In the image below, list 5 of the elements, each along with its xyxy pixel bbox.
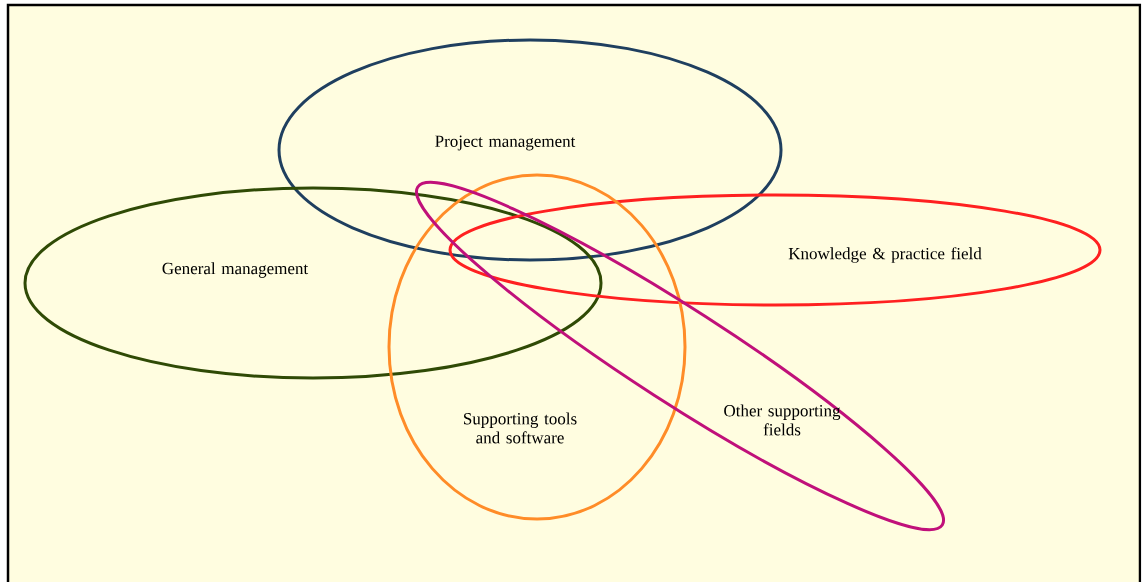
region-label: Project management [435, 135, 576, 151]
region-label: Supporting tools and software [464, 412, 577, 444]
region-label: Other supporting fields [724, 404, 841, 436]
region-label: Knowledge & practice field [788, 247, 982, 263]
region-label: General management [162, 262, 309, 278]
